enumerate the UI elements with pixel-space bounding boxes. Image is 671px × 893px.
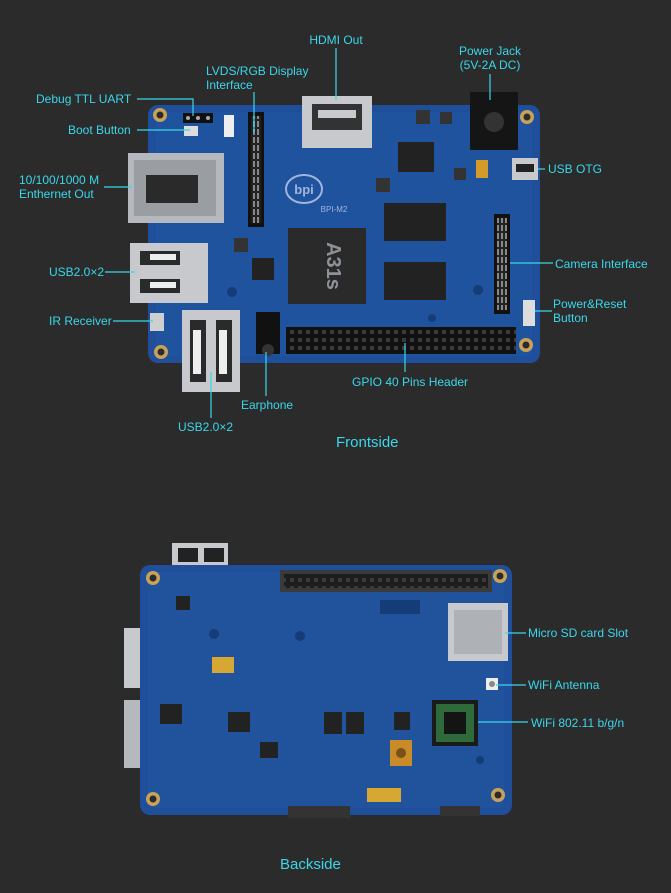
small-chip	[252, 258, 274, 280]
back-leader-lines	[478, 632, 528, 723]
lvds-label-line1: LVDS/RGB Display	[206, 64, 309, 78]
power-jack-label-line2: (5V-2A DC)	[459, 58, 521, 72]
ir-receiver	[150, 313, 164, 331]
soc-chip	[288, 228, 366, 304]
front-leader-lines	[104, 48, 553, 418]
power-jack-label: Power Jack (5V-2A DC)	[448, 44, 532, 72]
backside-title: Backside	[280, 856, 341, 873]
lvds-label-line2: Interface	[206, 78, 253, 92]
wifi-module-label: WiFi 802.11 b/g/n	[531, 716, 625, 730]
soc-label: A31s	[322, 242, 344, 290]
power-reset-label-line2: Button	[553, 311, 588, 325]
gpio-header	[286, 327, 516, 354]
ethernet-label-line1: 10/100/1000 M	[19, 173, 100, 187]
svg-text:bpi: bpi	[294, 182, 314, 197]
capacitor	[212, 657, 234, 673]
debug-uart-label: Debug TTL UART	[36, 92, 132, 106]
component	[376, 178, 390, 192]
small-switch	[224, 115, 234, 137]
wifi-antenna-label: WiFi Antenna	[528, 678, 600, 692]
gpio-label: GPIO 40 Pins Header	[352, 375, 469, 389]
svg-text:BPI-M2: BPI-M2	[321, 205, 348, 214]
ram-chip	[384, 262, 446, 300]
back-side-port	[124, 700, 144, 768]
earphone-label: Earphone	[241, 398, 294, 412]
frontside-title: Frontside	[336, 434, 399, 451]
power-reset-label: Power&Reset Button	[553, 297, 626, 325]
pmic-chip	[398, 142, 434, 172]
sd-slot-label: Micro SD card Slot	[528, 626, 629, 640]
back-board	[124, 543, 512, 818]
boot-button	[184, 126, 198, 136]
usb-bottom-label: USB2.0×2	[178, 420, 234, 434]
lvds-label: LVDS/RGB Display Interface	[206, 64, 308, 92]
ram-chip	[384, 203, 446, 241]
power-reset-label-line1: Power&Reset	[553, 297, 627, 311]
usb-otg-label: USB OTG	[548, 162, 603, 176]
bpi-logo	[285, 174, 323, 204]
camera-interface-label: Camera Interface	[555, 257, 648, 271]
power-jack-label-line1: Power Jack	[458, 44, 522, 58]
ethernet-label: 10/100/1000 M Enthernet Out	[19, 173, 99, 201]
boot-button-label: Boot Button	[68, 123, 131, 137]
hdmi-out-label: HDMI Out	[309, 33, 363, 47]
ir-receiver-label: IR Receiver	[49, 314, 112, 328]
front-board: A31s bpi BPI-M2	[128, 92, 540, 392]
usb-left-label: USB2.0×2	[49, 265, 105, 279]
ethernet-label-line2: Enthernet Out	[19, 187, 94, 201]
power-reset-buttons	[523, 300, 535, 326]
capacitor	[367, 788, 401, 802]
